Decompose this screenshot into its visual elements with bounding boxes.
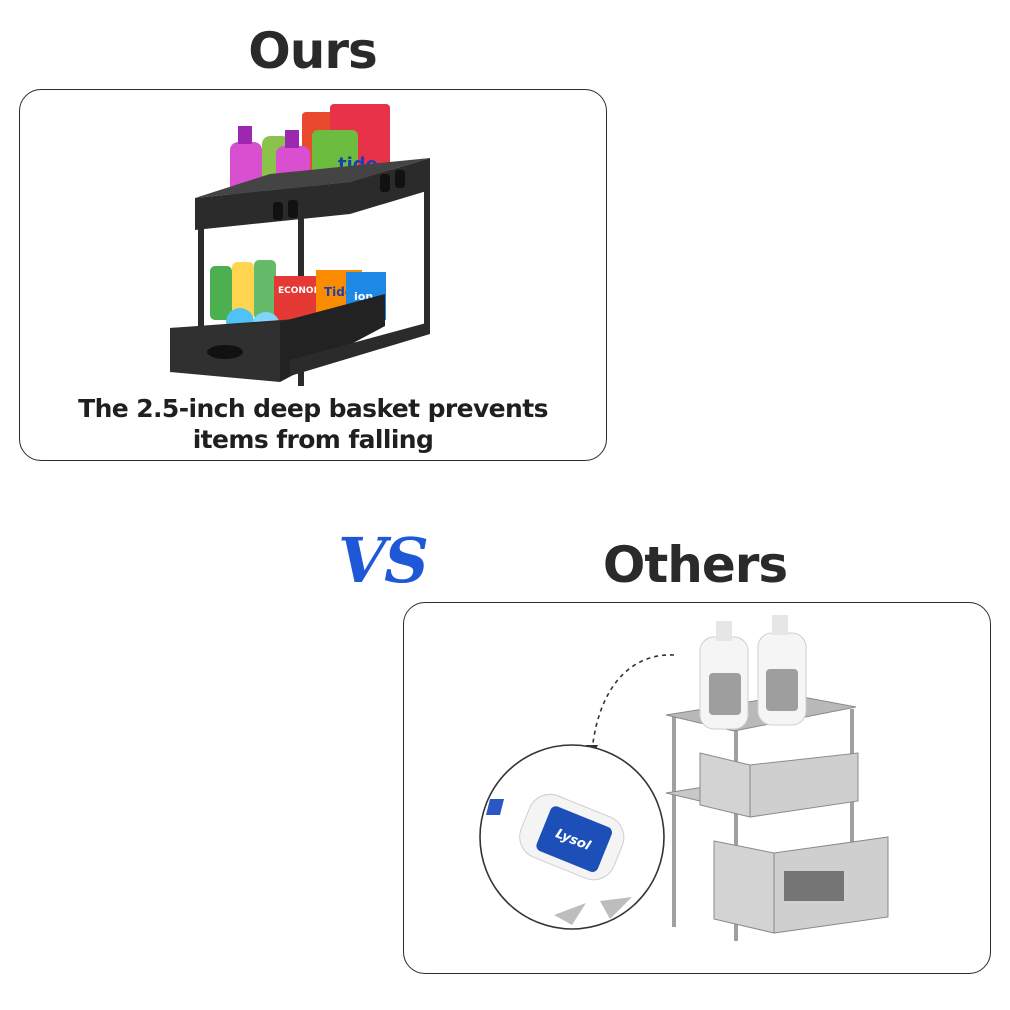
caption-line-2: items from falling: [192, 425, 434, 454]
bottle-right-cap: [772, 615, 788, 635]
fallen-bottle: Lysol: [519, 793, 625, 881]
ours-title: Ours: [248, 22, 378, 80]
drawer-handle: [207, 345, 243, 359]
black-two-tier-rack-image: tide ECONOMIK: [170, 104, 430, 386]
hook-3: [380, 174, 390, 192]
bottom-drawer: [170, 294, 430, 382]
dashed-arrow-path: [591, 654, 675, 752]
bottle-left-label: [709, 673, 741, 715]
rack-post-2: [734, 731, 738, 941]
leg-front-left: [198, 228, 204, 368]
caption-line-1: The 2.5-inch deep basket prevents: [78, 394, 548, 423]
leg-back-right: [424, 188, 430, 328]
bottle-left-cap: [716, 621, 732, 641]
others-title: Others: [602, 536, 788, 594]
bottle-right-label: [766, 669, 798, 711]
rack-post-1: [672, 717, 676, 927]
upper-drawer-left: [699, 752, 751, 818]
box-2-label: Tide: [324, 285, 353, 299]
hook-4: [395, 170, 405, 188]
drawer-contents: [784, 871, 844, 901]
ours-card: tide ECONOMIK: [19, 89, 607, 461]
others-card: Lysol: [403, 602, 991, 974]
upper-drawer-front: [749, 752, 859, 818]
bottles-on-rack: [699, 615, 807, 730]
pink-bottle-cap-left: [238, 126, 252, 144]
top-basket-rim: [195, 158, 430, 198]
ours-caption: The 2.5-inch deep basket prevents items …: [20, 393, 606, 455]
spray-bottle-1: [210, 266, 232, 320]
vs-label: VS: [338, 524, 429, 597]
chrome-rack: [665, 694, 889, 941]
rack-post-3: [850, 709, 854, 909]
impact-mark-1: [554, 903, 586, 925]
bottom-tier-products: ECONOMIK Tide ion: [210, 260, 386, 340]
fallen-bottle-cap: [486, 799, 504, 815]
hook-2: [288, 200, 298, 218]
base-rail: [290, 322, 430, 376]
spray-bottle-3: [254, 260, 276, 320]
top-basket: [195, 158, 430, 230]
hook-1: [273, 202, 283, 220]
spray-bottle-2: [232, 262, 254, 320]
fallen-bottle-label: [536, 806, 612, 872]
chrome-mesh-rack-image: Lysol: [479, 615, 889, 941]
pink-bottle-cap-right: [285, 130, 299, 148]
top-basket-body: [195, 158, 430, 230]
lower-drawer-left: [713, 840, 775, 934]
impact-mark-2: [600, 897, 632, 919]
box-1-label: ECONOMIK: [278, 286, 334, 296]
